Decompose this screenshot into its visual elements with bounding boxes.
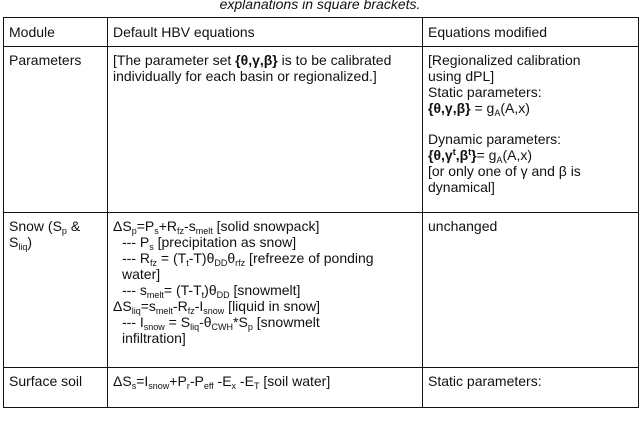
header-row: Module Default HBV equations Equations m…: [3, 17, 639, 47]
snow-eq-5: ΔSliq=smelt-Rfz-Isnow [liquid in snow]: [113, 298, 321, 316]
row-parameters: Parameters [The parameter set {θ,γ,β} is…: [3, 46, 639, 213]
modified-param-line-5: Dynamic parameters:: [428, 131, 562, 147]
snow-eq-6: --- Isnow = Sliq-θCWH*Sp [snowmelt: [122, 314, 320, 332]
modified-param-line-3: Static parameters:: [428, 84, 542, 100]
snow-eq-2: --- Ps [precipitation as snow]: [122, 234, 297, 252]
default-snow: ΔSp=Ps+Rfz-smelt [solid snowpack] --- Ps…: [107, 212, 423, 368]
modified-param-line-2: using dPL]: [428, 68, 495, 84]
header-module: Module: [3, 17, 108, 47]
modified-param-line-7: [or only one of γ and β is: [428, 163, 581, 179]
modified-param-line-1: [Regionalized calibration: [428, 52, 581, 68]
row-surface-soil: Surface soil ΔSs=Isnow+Pr-Peff -Ex -ET […: [3, 367, 639, 408]
spacer: [428, 116, 633, 131]
snow-eq-3: --- Rfz = (Tt-T)θDDθrfz [refreeze of pon…: [122, 250, 374, 268]
snow-eq-6b: infiltration]: [122, 330, 186, 346]
modified-param-line-8: dynamical]: [428, 179, 495, 195]
modified-param-line-4: {θ,γ,β} = gA(A,x): [428, 100, 530, 118]
hbv-equations-table: Module Default HBV equations Equations m…: [3, 17, 639, 408]
modified-snow: unchanged: [422, 212, 639, 368]
modified-param-line-6: {θ,γt,βt}= gA(A,x): [428, 147, 533, 165]
row-snow: Snow (Sp &Sliq) ΔSp=Ps+Rfz-smelt [solid …: [3, 212, 639, 368]
module-snow: Snow (Sp &Sliq): [3, 212, 108, 368]
snow-eq-3b: water]: [122, 266, 161, 282]
module-surface-soil: Surface soil: [3, 367, 108, 408]
default-parameters: [The parameter set {θ,γ,β} is to be cali…: [107, 46, 423, 213]
snow-eq-4: --- smelt= (T-Tt)θDD [snowmelt]: [122, 282, 301, 300]
header-default-hbv: Default HBV equations: [107, 17, 423, 47]
module-parameters: Parameters: [3, 46, 108, 213]
default-parameters-text: [The parameter set {θ,γ,β} is to be cali…: [113, 52, 392, 84]
modified-parameters: [Regionalized calibration using dPL] Sta…: [422, 46, 639, 213]
modified-surface-soil: Static parameters:: [422, 367, 639, 408]
header-equations-modified: Equations modified: [422, 17, 639, 47]
table-caption: explanations in square brackets.: [219, 0, 421, 12]
snow-eq-1: ΔSp=Ps+Rfz-smelt [solid snowpack]: [113, 218, 320, 236]
default-surface-soil: ΔSs=Isnow+Pr-Peff -Ex -ET [soil water]: [107, 367, 423, 408]
